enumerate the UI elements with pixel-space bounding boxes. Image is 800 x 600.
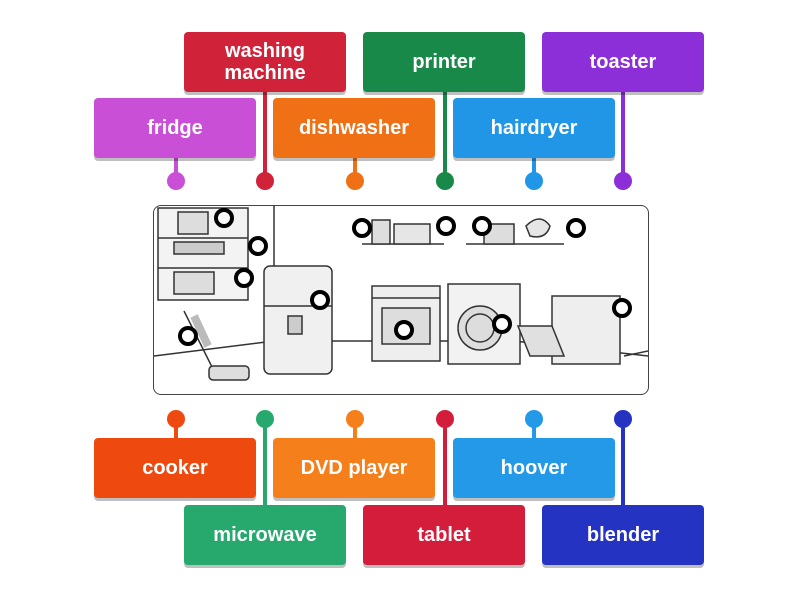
- label-dishwasher[interactable]: dishwasher: [273, 98, 435, 158]
- pin-tablet[interactable]: [436, 410, 454, 428]
- pin-dvd-player[interactable]: [346, 410, 364, 428]
- label-hairdryer[interactable]: hairdryer: [453, 98, 615, 158]
- label-hoover[interactable]: hoover: [453, 438, 615, 498]
- hotspot-fridge[interactable]: [310, 290, 330, 310]
- hotspot-blender[interactable]: [352, 218, 372, 238]
- pin-toaster[interactable]: [614, 172, 632, 190]
- label-washing-machine[interactable]: washing machine: [184, 32, 346, 92]
- connector-microwave: [263, 420, 267, 508]
- connector-tablet: [443, 420, 447, 508]
- label-blender[interactable]: blender: [542, 505, 704, 565]
- label-fridge[interactable]: fridge: [94, 98, 256, 158]
- hotspot-dishwasher[interactable]: [612, 298, 632, 318]
- hotspot-printer[interactable]: [234, 268, 254, 288]
- hotspot-microwave[interactable]: [436, 216, 456, 236]
- label-microwave[interactable]: microwave: [184, 505, 346, 565]
- pin-hoover[interactable]: [525, 410, 543, 428]
- label-toaster[interactable]: toaster: [542, 32, 704, 92]
- connector-fridge: [174, 158, 178, 180]
- hotspot-dvd-player[interactable]: [248, 236, 268, 256]
- label-cooker[interactable]: cooker: [94, 438, 256, 498]
- label-tablet[interactable]: tablet: [363, 505, 525, 565]
- hotspot-tablet[interactable]: [214, 208, 234, 228]
- connector-cooker: [174, 420, 178, 442]
- connector-toaster: [621, 92, 625, 180]
- label-dvd-player[interactable]: DVD player: [273, 438, 435, 498]
- hotspot-washing-machine[interactable]: [492, 314, 512, 334]
- connector-printer: [443, 92, 447, 180]
- pin-fridge[interactable]: [167, 172, 185, 190]
- connector-hairdryer: [532, 158, 536, 180]
- hotspot-hoover[interactable]: [178, 326, 198, 346]
- connector-blender: [621, 420, 625, 508]
- label-printer[interactable]: printer: [363, 32, 525, 92]
- hotspot-cooker[interactable]: [394, 320, 414, 340]
- kitchen-drawing: [154, 206, 648, 381]
- connector-hoover: [532, 420, 536, 442]
- connector-dvd-player: [353, 420, 357, 442]
- pin-hairdryer[interactable]: [525, 172, 543, 190]
- pin-printer[interactable]: [436, 172, 454, 190]
- connector-washing-machine: [263, 92, 267, 180]
- pin-blender[interactable]: [614, 410, 632, 428]
- hotspot-hairdryer[interactable]: [566, 218, 586, 238]
- connector-dishwasher: [353, 158, 357, 180]
- pin-cooker[interactable]: [167, 410, 185, 428]
- pin-dishwasher[interactable]: [346, 172, 364, 190]
- appliances-illustration: [153, 205, 649, 395]
- pin-washing-machine[interactable]: [256, 172, 274, 190]
- hotspot-toaster[interactable]: [472, 216, 492, 236]
- pin-microwave[interactable]: [256, 410, 274, 428]
